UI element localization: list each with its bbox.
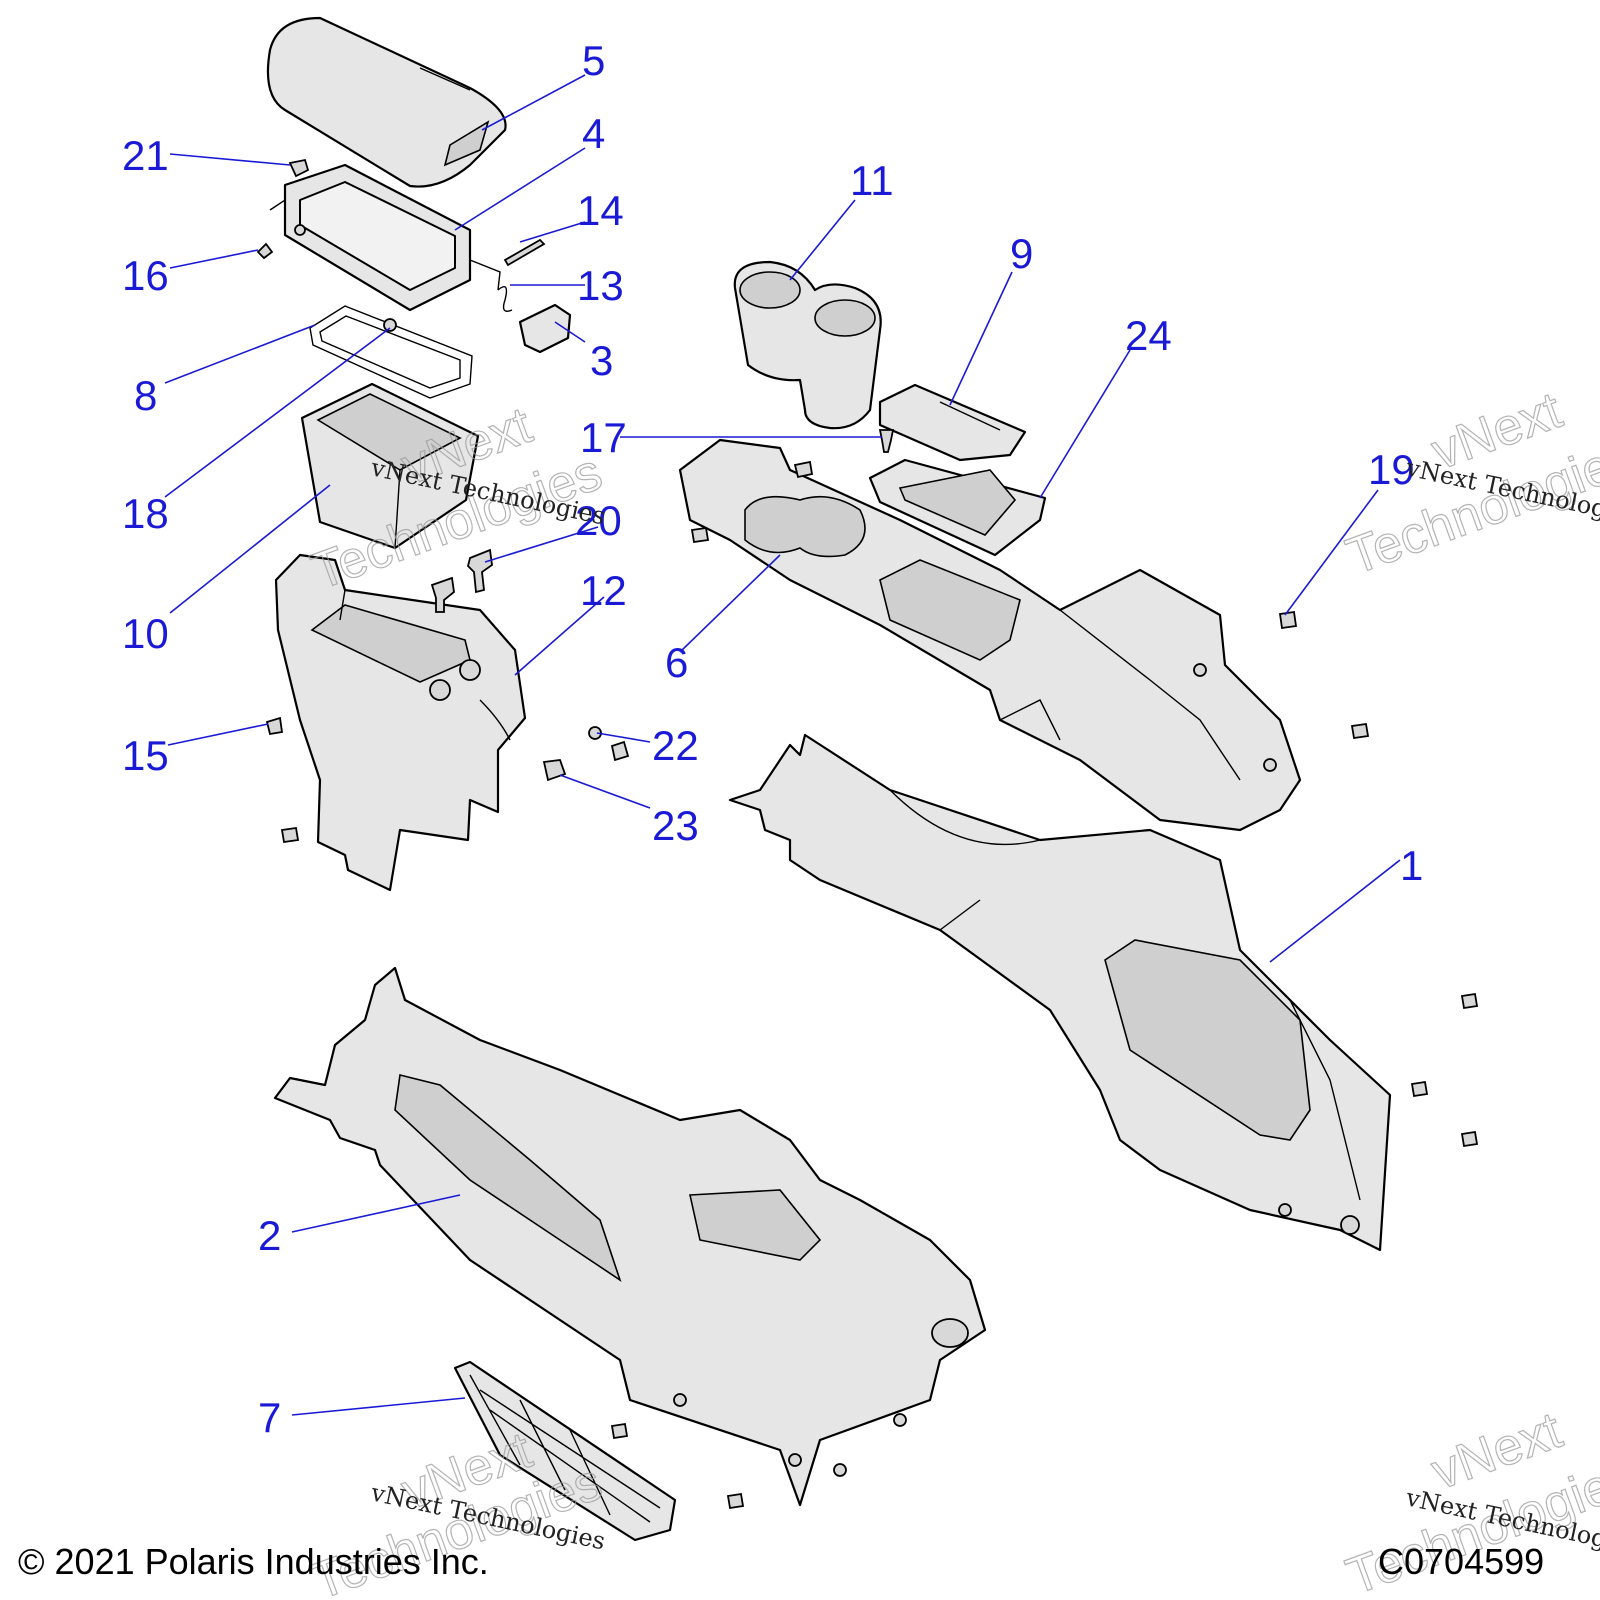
- part-6-console-frame: [678, 438, 1302, 832]
- callout-15: 15: [122, 732, 169, 779]
- callout-23: 23: [652, 802, 699, 849]
- callout-12: 12: [580, 567, 627, 614]
- callout-13: 13: [577, 262, 624, 309]
- callout-20: 20: [575, 497, 622, 544]
- part-8-gasket: [309, 305, 473, 399]
- callout-14: 14: [577, 187, 624, 234]
- callout-21: 21: [122, 132, 169, 179]
- drawing-number: C0704599: [1378, 1541, 1544, 1582]
- callout-9: 9: [1010, 230, 1033, 277]
- callout-8: 8: [134, 372, 157, 419]
- hardware-fasteners: [256, 158, 1479, 1510]
- callout-6: 6: [665, 639, 688, 686]
- part-9-tray-insert: [878, 383, 1027, 462]
- callout-4: 4: [582, 110, 605, 157]
- callout-24: 24: [1125, 312, 1172, 359]
- part-10-storage-bin: [300, 382, 480, 550]
- callout-10: 10: [122, 610, 169, 657]
- part-7-grille: [453, 1360, 677, 1542]
- callout-17: 17: [580, 414, 627, 461]
- leader-lines: [164, 74, 1401, 1416]
- callout-18: 18: [122, 490, 169, 537]
- part-2-side-panel: [273, 966, 987, 1507]
- callout-5: 5: [582, 37, 605, 84]
- part-5-armrest-lid: [266, 16, 507, 188]
- callout-19: 19: [1368, 446, 1415, 493]
- callout-2: 2: [258, 1212, 281, 1259]
- copyright-text: © 2021 Polaris Industries Inc.: [18, 1541, 489, 1582]
- callout-22: 22: [652, 722, 699, 769]
- part-12-console-trim: [274, 553, 527, 892]
- callout-11: 11: [850, 157, 894, 204]
- part-11-cup-holder: [733, 260, 882, 430]
- callout-3: 3: [590, 337, 613, 384]
- part-1-side-panel: [728, 733, 1392, 1252]
- part-24-bezel: [868, 458, 1047, 557]
- callout-labels: 5 4 21 14 16 13 3 8 18 10 12 11 9 24 17 …: [122, 37, 1423, 1441]
- part-4-storage-bracket: [269, 163, 501, 312]
- callout-16: 16: [122, 252, 169, 299]
- callout-7: 7: [258, 1394, 281, 1441]
- callout-1: 1: [1400, 842, 1423, 889]
